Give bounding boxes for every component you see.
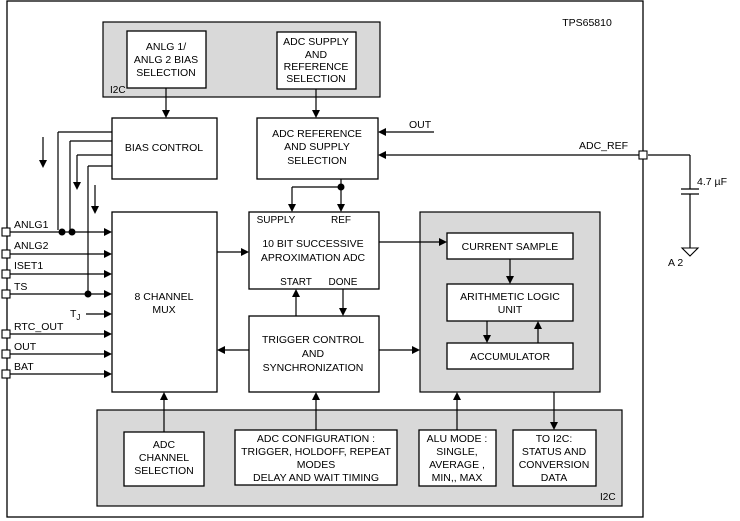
svg-text:CHANNEL: CHANNEL (139, 452, 189, 464)
svg-text:STATUS AND: STATUS AND (522, 446, 587, 458)
svg-text:ADC CONFIGURATION :: ADC CONFIGURATION : (257, 433, 375, 445)
adc-supply-port: SUPPLY (257, 215, 296, 226)
svg-text:TRIGGER, HOLDOFF, REPEAT: TRIGGER, HOLDOFF, REPEAT (241, 446, 391, 458)
svg-text:ALU MODE :: ALU MODE : (427, 433, 488, 445)
adc-supply-reference-selection-text: ADC SUPPLY AND REFERENCE SELECTION (283, 36, 349, 85)
pin-label-ts: TS (14, 281, 27, 293)
accumulator-block (446, 342, 574, 370)
adc-configuration-block (234, 429, 398, 486)
out-signal-label: OUT (409, 119, 432, 131)
svg-text:MODES: MODES (297, 459, 336, 471)
svg-text:AVERAGE ,: AVERAGE , (429, 459, 485, 471)
bias-control-block (111, 117, 218, 180)
capacitor-value-label: 4.7 µF (697, 176, 727, 188)
svg-text:SELECTION: SELECTION (134, 465, 194, 477)
adc-supply-reference-selection-block (276, 31, 357, 90)
svg-text:UNIT: UNIT (498, 304, 523, 316)
svg-text:SINGLE,: SINGLE, (436, 446, 477, 458)
svg-text:REFERENCE: REFERENCE (284, 61, 349, 73)
to-i2c-status-block (512, 429, 597, 487)
sar-adc-block (248, 211, 380, 290)
pin-ts (1, 289, 11, 299)
pin-bat (1, 369, 11, 379)
channel-mux-text: 8 CHANNEL MUX (135, 291, 194, 316)
adc-ref-label: ADC_REF (579, 140, 628, 152)
svg-text:TO I2C:: TO I2C: (536, 433, 573, 445)
pin-label-anlg2: ANLG2 (14, 240, 49, 252)
adc-reference-supply-selection-block (256, 117, 379, 180)
svg-text:AND: AND (305, 49, 328, 61)
svg-text:MUX: MUX (152, 304, 175, 316)
svg-text:DATA: DATA (541, 472, 567, 484)
alu-block (446, 283, 574, 322)
pin-label-bat: BAT (14, 361, 34, 373)
i2c-top-label: I2C (110, 85, 126, 96)
svg-text:APROXIMATION ADC: APROXIMATION ADC (261, 252, 366, 264)
svg-text:SELECTION: SELECTION (136, 67, 196, 79)
pin-anlg1 (1, 227, 11, 237)
accumulator-label: ACCUMULATOR (470, 351, 551, 363)
svg-text:AND: AND (302, 348, 325, 360)
anlg1-junction-dot (58, 228, 66, 236)
ts-junction-dot (84, 290, 92, 298)
svg-text:10 BIT SUCCESSIVE: 10 BIT SUCCESSIVE (262, 238, 363, 250)
ref-junction-dot (337, 183, 345, 191)
pin-rtc-out (1, 329, 11, 339)
svg-text:8 CHANNEL: 8 CHANNEL (135, 291, 194, 303)
chip-name: TPS65810 (562, 17, 612, 29)
svg-text:SELECTION: SELECTION (286, 73, 346, 85)
adc-ref-port: REF (331, 215, 351, 226)
svg-text:AND SUPPLY: AND SUPPLY (284, 141, 350, 153)
alu-text: ARITHMETIC LOGIC UNIT (460, 291, 560, 316)
channel-mux-block (111, 211, 218, 393)
tj-label: TJ (70, 308, 80, 322)
anlg-bias-selection-text: ANLG 1/ ANLG 2 BIAS SELECTION (134, 41, 198, 79)
pin-label-out: OUT (14, 341, 37, 353)
pin-iset1 (1, 269, 11, 279)
adc-done-port: DONE (329, 277, 358, 288)
svg-text:ANLG 2 BIAS: ANLG 2 BIAS (134, 54, 198, 66)
alu-mode-block (418, 429, 497, 487)
pin-label-anlg1: ANLG1 (14, 219, 49, 231)
svg-text:ADC SUPPLY: ADC SUPPLY (283, 36, 349, 48)
svg-text:ARITHMETIC LOGIC: ARITHMETIC LOGIC (460, 291, 560, 303)
svg-text:CONVERSION: CONVERSION (519, 459, 590, 471)
svg-text:SELECTION: SELECTION (287, 155, 347, 167)
trigger-control-text: TRIGGER CONTROL AND SYNCHRONIZATION (262, 334, 364, 374)
current-sample-block (446, 232, 574, 260)
adc-reference-supply-selection-text: ADC REFERENCE AND SUPPLY SELECTION (272, 128, 362, 167)
trigger-control-block (248, 315, 380, 393)
adc-start-port: START (280, 277, 312, 288)
svg-text:ADC: ADC (153, 439, 176, 451)
i2c-bottom-label: I2C (600, 492, 616, 503)
pin-adc-ref (638, 150, 648, 160)
svg-text:DELAY AND WAIT TIMING: DELAY AND WAIT TIMING (253, 472, 379, 484)
bias-control-label: BIAS CONTROL (125, 142, 203, 154)
adc-configuration-text: ADC CONFIGURATION : TRIGGER, HOLDOFF, RE… (241, 433, 391, 484)
adc-channel-selection-block (123, 431, 205, 487)
svg-text:MIN,, MAX: MIN,, MAX (432, 472, 483, 484)
svg-text:ADC REFERENCE: ADC REFERENCE (272, 128, 362, 140)
pin-label-rtc-out: RTC_OUT (14, 321, 64, 333)
ground-label: A 2 (668, 257, 683, 269)
pin-anlg2 (1, 249, 11, 259)
pin-out (1, 349, 11, 359)
adc-channel-selection-text: ADC CHANNEL SELECTION (134, 439, 194, 477)
svg-text:TRIGGER CONTROL: TRIGGER CONTROL (262, 334, 364, 346)
pin-label-iset1: ISET1 (14, 260, 43, 272)
to-i2c-status-text: TO I2C: STATUS AND CONVERSION DATA (519, 433, 590, 484)
sar-adc-text: 10 BIT SUCCESSIVE APROXIMATION ADC (261, 238, 366, 264)
svg-text:ANLG 1/: ANLG 1/ (146, 41, 186, 53)
alu-mode-text: ALU MODE : SINGLE, AVERAGE , MIN,, MAX (427, 433, 488, 484)
anlg1-bias-junction-dot (68, 228, 76, 236)
current-sample-label: CURRENT SAMPLE (462, 241, 559, 253)
svg-text:SYNCHRONIZATION: SYNCHRONIZATION (263, 362, 364, 374)
